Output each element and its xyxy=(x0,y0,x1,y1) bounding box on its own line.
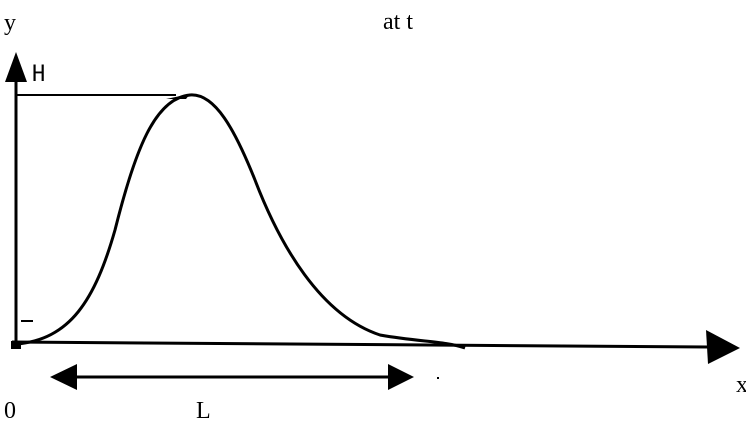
x-axis-label: x xyxy=(736,372,746,398)
origin-marker xyxy=(11,341,21,349)
y-axis-arrowhead xyxy=(5,52,27,82)
width-arrow-right-head xyxy=(388,364,414,390)
peak-height-label: H xyxy=(32,62,45,87)
pulse-curve xyxy=(15,93,466,350)
stray-dot xyxy=(437,377,439,379)
pulse-peak-mark xyxy=(166,94,190,99)
width-label: L xyxy=(196,398,211,424)
width-arrow-left-head xyxy=(50,364,77,390)
origin-label: 0 xyxy=(4,398,16,424)
x-axis-arrowhead xyxy=(706,330,740,364)
y-axis-label: y xyxy=(4,10,16,36)
time-label: at t xyxy=(383,9,413,35)
x-axis-line xyxy=(11,340,709,349)
